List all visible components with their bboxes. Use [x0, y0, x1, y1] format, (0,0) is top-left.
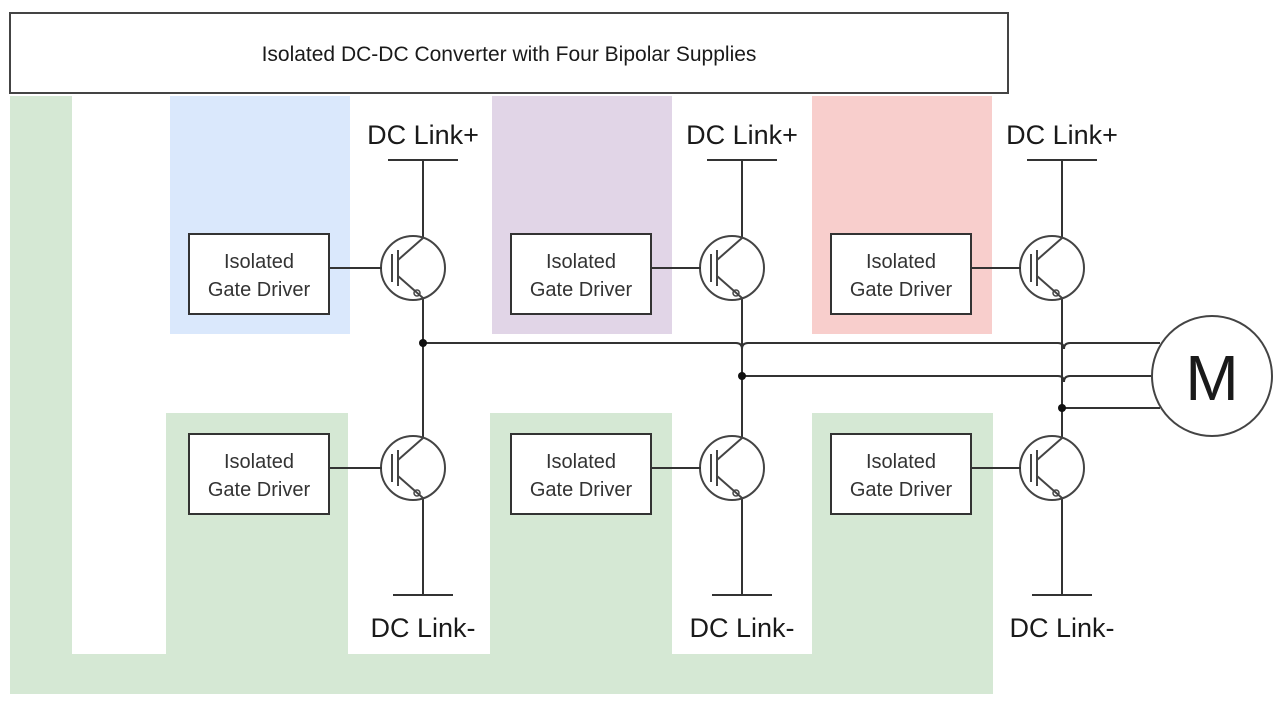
gate-driver-label-line2: Gate Driver: [850, 279, 953, 301]
dc-link-plus-label: DC Link+: [367, 120, 479, 150]
igbt-emitter: [397, 475, 424, 499]
igbt-emitter: [1036, 275, 1063, 299]
gate-driver-label-line2: Gate Driver: [850, 479, 953, 501]
igbt-emitter-arrow: [413, 489, 421, 497]
low-side-igbt: [1019, 435, 1085, 501]
dc-link-plus-label: DC Link+: [686, 120, 798, 150]
igbt-emitter-arrow: [1052, 289, 1060, 297]
igbt-collector: [716, 237, 743, 261]
gate-driver-label-line1: Isolated: [866, 251, 936, 273]
gate-driver-label-line1: Isolated: [866, 451, 936, 473]
igbt-emitter-arrow: [413, 289, 421, 297]
gate-driver-label-line2: Gate Driver: [530, 279, 633, 301]
converter-title: Isolated DC-DC Converter with Four Bipol…: [262, 43, 757, 66]
igbt-emitter-arrow: [732, 489, 740, 497]
igbt-emitter: [1036, 475, 1063, 499]
igbt-collector: [1036, 437, 1063, 461]
motor-symbol: [1151, 315, 1273, 437]
igbt-collector: [397, 437, 424, 461]
motor-connections: [419, 339, 1160, 412]
low-side-igbt: [699, 435, 765, 501]
phase-a-output-line: [423, 342, 1160, 350]
gate-driver-label-line2: Gate Driver: [530, 479, 633, 501]
motor-label: M: [1185, 342, 1238, 414]
gate-driver-label-line1: Isolated: [546, 451, 616, 473]
junction-dot-c: [1058, 404, 1066, 412]
igbt-emitter: [716, 475, 743, 499]
igbt-collector: [716, 437, 743, 461]
igbt-emitter: [716, 275, 743, 299]
igbt-emitter: [397, 275, 424, 299]
gate-driver-box: [830, 433, 972, 515]
gate-driver-box: [188, 433, 330, 515]
gate-driver-label-line1: Isolated: [546, 251, 616, 273]
dc-link-minus-label: DC Link-: [370, 613, 475, 643]
gate-driver-label-line1: Isolated: [224, 251, 294, 273]
gate-driver-box: [188, 233, 330, 315]
dc-dc-converter-box: [9, 12, 1009, 94]
gate-driver-label-line2: Gate Driver: [208, 479, 311, 501]
igbt-emitter-arrow: [732, 289, 740, 297]
green-supply-region: [10, 96, 993, 694]
gate-driver-box: [510, 233, 652, 315]
gate-driver-box: [830, 233, 972, 315]
gate-driver-box: [510, 433, 652, 515]
high-side-igbt: [1019, 235, 1085, 301]
dc-link-minus-label: DC Link-: [1009, 613, 1114, 643]
high-side-igbt: [699, 235, 765, 301]
igbt-collector: [1036, 237, 1063, 261]
junction-dot-b: [738, 372, 746, 380]
low-side-igbt: [380, 435, 446, 501]
motor: M: [1151, 315, 1273, 437]
junction-dot-a: [419, 339, 427, 347]
high-side-igbt: [380, 235, 446, 301]
igbt-emitter-arrow: [1052, 489, 1060, 497]
gate-driver-label-line1: Isolated: [224, 451, 294, 473]
dc-link-plus-label: DC Link+: [1006, 120, 1118, 150]
dc-link-minus-label: DC Link-: [689, 613, 794, 643]
igbt-collector: [397, 237, 424, 261]
phase-b-output-line: [742, 375, 1152, 383]
gate-driver-label-line2: Gate Driver: [208, 279, 311, 301]
